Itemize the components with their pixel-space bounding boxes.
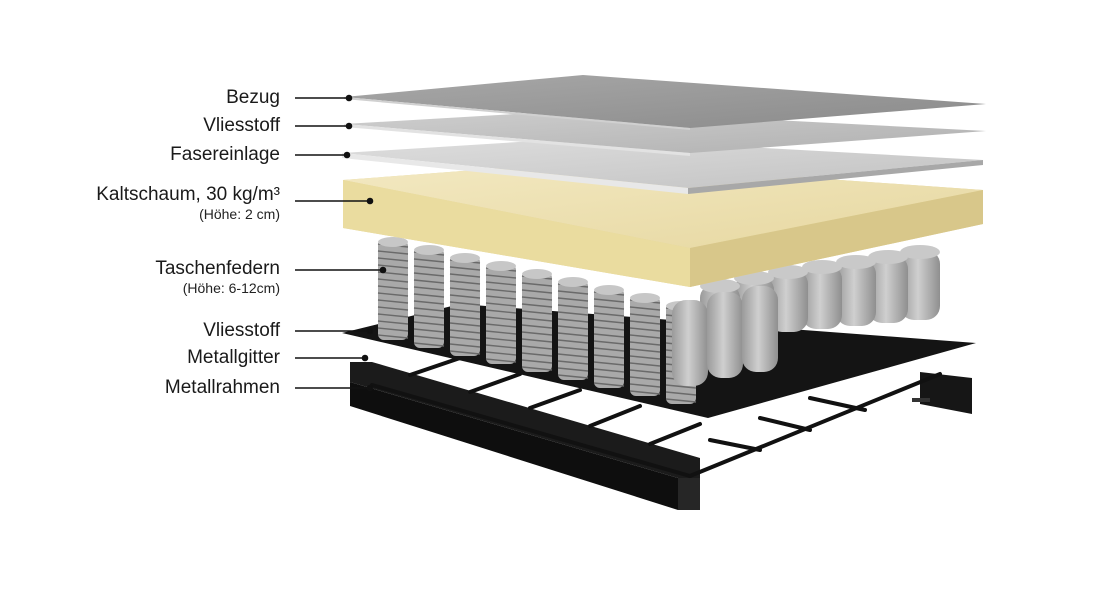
spring-coil: [377, 237, 409, 340]
label-kaltschaum: Kaltschaum, 30 kg/m³ (Höhe: 2 cm): [96, 184, 280, 222]
label-vliesstoff-bottom: Vliesstoff: [203, 320, 280, 341]
fiber-inlay-layer: [342, 138, 983, 194]
label-metallrahmen: Metallrahmen: [164, 377, 280, 398]
label-fasereinlage: Fasereinlage: [170, 144, 280, 165]
label-taschenfedern-height: (Höhe: 6-12cm): [182, 280, 280, 296]
spring-pocket: [802, 260, 842, 329]
label-vliesstoff-top: Vliesstoff: [203, 115, 280, 136]
spring-coil: [557, 277, 589, 380]
label-metallgitter: Metallgitter: [187, 347, 280, 368]
label-bezug: Bezug: [226, 87, 280, 108]
cover-layer: [344, 75, 986, 130]
metal-frame: [350, 362, 972, 510]
metal-grid: [370, 356, 942, 478]
spring-pocket: [900, 245, 940, 320]
pocket-springs: [377, 237, 940, 404]
spring-pocket: [672, 300, 708, 386]
label-kaltschaum-height: (Höhe: 2 cm): [199, 206, 280, 222]
spring-coil: [593, 285, 625, 388]
spring-coil: [485, 261, 517, 364]
label-taschenfedern: Taschenfedern (Höhe: 6-12cm): [155, 258, 280, 296]
top-fleece-layer: [344, 110, 986, 156]
spring-coil: [413, 245, 445, 348]
spring-pocket: [742, 286, 778, 372]
spring-coil: [521, 269, 553, 372]
leader-lines: [295, 94, 387, 392]
spring-coil: [629, 293, 661, 396]
spring-pocket: [868, 250, 908, 323]
cold-foam-layer: [343, 162, 983, 287]
spring-pocket: [707, 292, 743, 378]
spring-pocket: [836, 255, 876, 326]
spring-coil: [449, 253, 481, 356]
